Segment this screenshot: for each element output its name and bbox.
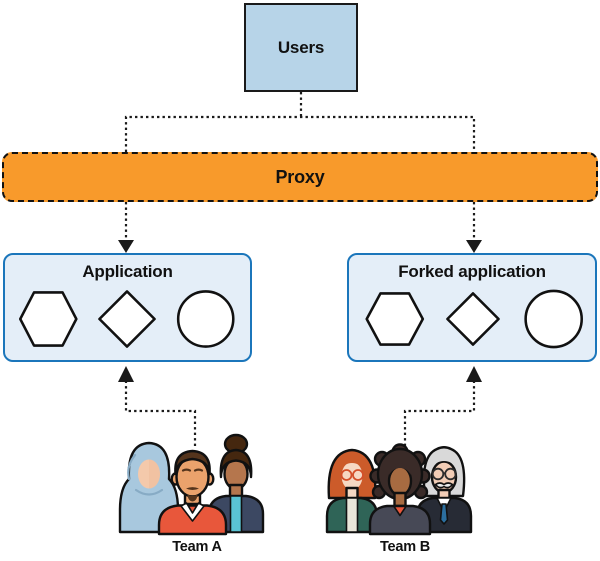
team-b-to-forked-connector: [403, 381, 476, 446]
diamond-shape-icon: [446, 292, 500, 346]
proxy-label: Proxy: [275, 166, 325, 187]
team-b-label: Team B: [379, 539, 431, 555]
circle-shape-icon: [176, 290, 235, 348]
circle-shape-icon: [524, 289, 583, 349]
team-a-to-application-connector: [124, 381, 197, 446]
team-b-illustration: [325, 443, 473, 536]
users-node: Users: [244, 3, 358, 92]
application-shapes: [18, 290, 235, 348]
man-with-goatee-icon: [157, 449, 228, 536]
diamond-shape-icon: [98, 290, 156, 348]
team-a-label: Team A: [172, 539, 222, 555]
up-arrowhead-icon: [466, 366, 482, 382]
hexagon-shape-icon: [365, 292, 425, 346]
application-node: Application: [3, 253, 252, 362]
forked-application-shapes: [365, 289, 583, 349]
woman-with-curly-hair-icon: [368, 443, 432, 536]
forked-application-node: Forked application: [347, 253, 597, 362]
team-a-illustration: [118, 433, 265, 536]
users-label: Users: [277, 37, 325, 57]
down-arrowhead-icon: [118, 240, 134, 253]
woman-in-hijab-icon: [118, 441, 180, 534]
branch-to-proxy-connector: [124, 115, 476, 152]
up-arrowhead-icon: [118, 366, 134, 382]
down-arrowhead-icon: [466, 240, 482, 253]
forked-application-title: Forked application: [398, 262, 546, 281]
older-man-with-glasses-icon: [415, 446, 473, 534]
woman-with-glasses-icon: [325, 448, 379, 534]
hexagon-shape-icon: [18, 291, 78, 347]
application-title: Application: [82, 262, 173, 281]
proxy-node: Proxy: [2, 152, 598, 202]
woman-with-bun-icon: [207, 433, 265, 534]
